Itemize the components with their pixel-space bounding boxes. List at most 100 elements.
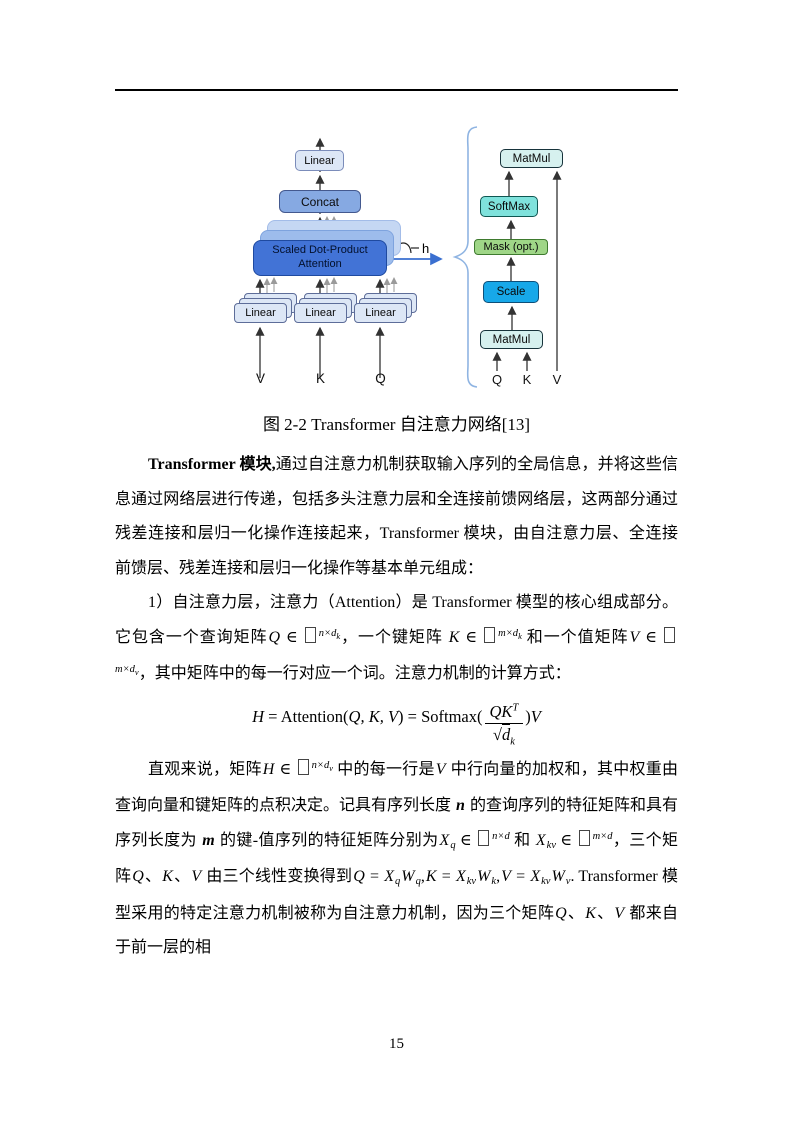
text-run: X: [455, 868, 466, 886]
text-run: ∈: [640, 628, 662, 646]
text-run: ，其中矩阵中的每一行对应一个词。注意力机制的计算方式：: [138, 665, 571, 682]
sdpa-input-v-label: V: [552, 372, 562, 387]
formula-softmax: Softmax: [421, 706, 478, 726]
text-run: 直观来说，矩阵: [148, 760, 262, 778]
formula-eq1: =: [264, 706, 281, 726]
text-run: W: [477, 868, 491, 886]
header-rule: [115, 89, 678, 91]
figure-caption: 图 2-2 Transformer 自注意力网络[13]: [262, 415, 531, 434]
paragraph-transformer-module: Transformer 模块,通过自注意力机制获取输入序列的全局信息，并将这些信…: [115, 448, 678, 586]
text-run: =: [437, 868, 455, 886]
text-run: n: [456, 797, 465, 815]
sdpa-input-q-label: Q: [491, 372, 503, 387]
text-run: kv: [541, 876, 551, 888]
text-run: Q: [353, 868, 365, 886]
text-run: ，三个矩阵: [115, 831, 678, 886]
input-q-label: Q: [375, 371, 386, 386]
formula-fraction: QKT√dk: [484, 701, 524, 747]
text-run: =: [511, 868, 530, 886]
text-run: X: [384, 868, 395, 886]
mask-box: Mask (opt.): [474, 239, 548, 255]
linear-v-box: Linear: [234, 303, 287, 323]
text-run: 、: [567, 904, 585, 922]
text-run: 的键-值序列的特征矩阵分别为: [215, 831, 439, 849]
formula-den-sub: k: [510, 735, 515, 747]
formula-denominator: √dk: [485, 723, 524, 747]
formula-open1: (: [343, 706, 349, 726]
text-run: ,: [420, 868, 425, 886]
formula-lhs: H: [252, 706, 265, 726]
text-run: V: [629, 628, 640, 646]
text-run: 的查询序列的特征矩阵和具有序列长度为: [115, 797, 678, 849]
formula-num-base: QK: [489, 701, 513, 721]
linear-top-box: Linear: [295, 150, 344, 171]
text-run: m: [202, 831, 215, 849]
concat-box: Concat: [279, 190, 361, 213]
text-run: 、: [144, 868, 162, 886]
softmax-box: SoftMax: [480, 196, 538, 217]
body-text: Transformer 模块,通过自注意力机制获取输入序列的全局信息，并将这些信…: [115, 448, 678, 966]
linear-k-box: Linear: [294, 303, 347, 323]
sdpa-input-k-label: K: [522, 372, 532, 387]
text-run: m×d: [592, 830, 613, 842]
missing-glyph-box: [484, 626, 496, 643]
text-run: q: [415, 876, 421, 888]
text-run: V: [614, 904, 625, 922]
text-run: Q: [555, 904, 567, 922]
h-label: h: [422, 241, 429, 256]
text-run: 1）自注意力层，注意力（Attention）是 Transformer 模型的核…: [115, 594, 678, 646]
text-run: kv: [546, 839, 556, 851]
text-run: 都来自于前一层的相: [115, 904, 678, 957]
text-run: n×d: [311, 759, 330, 771]
formula-close1: ): [398, 706, 404, 726]
text-run: m×d: [498, 627, 519, 639]
text-run: ∈: [275, 760, 296, 778]
paragraph-self-attention: 1）自注意力层，注意力（Attention）是 Transformer 模型的核…: [115, 586, 678, 694]
text-run: V: [501, 868, 511, 886]
text-run: K: [448, 628, 460, 646]
text-run: X: [439, 831, 450, 849]
text-run: X: [535, 831, 546, 849]
missing-glyph-box: [663, 626, 675, 643]
text-run: 中的每一行是: [333, 760, 435, 778]
text-run: v: [565, 876, 571, 888]
text-run: W: [551, 868, 565, 886]
input-v-label: V: [255, 371, 265, 386]
text-run: k: [518, 630, 522, 641]
text-run: X: [530, 868, 541, 886]
text-run: v: [329, 762, 334, 773]
text-run: Q: [268, 628, 281, 646]
text-run: V: [191, 868, 202, 886]
text-run: k: [336, 630, 341, 641]
text-run: ,: [496, 868, 501, 886]
text-run: q: [450, 839, 456, 851]
formula-fn: Attention: [280, 706, 344, 726]
text-run: ∈: [281, 628, 303, 646]
text-run: Q: [132, 868, 144, 886]
text-run: K: [425, 868, 437, 886]
formula-args: Q, K, V: [348, 706, 399, 726]
text-run: 通过自注意力机制获取输入序列的全局信息，并将这些信息通过网络层进行传递，包括多头…: [115, 456, 678, 577]
text-run: 、: [173, 868, 191, 886]
text-run: Transformer 模块,: [148, 456, 276, 473]
linear-q-box: Linear: [354, 303, 407, 323]
text-run: n×d: [318, 627, 337, 639]
text-run: q: [395, 876, 401, 888]
formula-numerator: QKT: [484, 701, 524, 724]
radical-sign: √: [492, 724, 502, 744]
text-run: 和一个值矩阵: [521, 628, 629, 646]
text-run: ，一个键矩阵: [340, 628, 448, 646]
formula-tail: V: [530, 706, 541, 726]
missing-glyph-box: [578, 829, 590, 846]
missing-glyph-box: [478, 829, 490, 846]
text-run: k: [491, 876, 497, 888]
text-run: 和: [509, 831, 535, 849]
text-run: kv: [466, 876, 477, 888]
text-run: 、: [596, 904, 614, 922]
text-run: v: [134, 667, 139, 677]
missing-glyph-box: [304, 626, 316, 643]
formula-open2: (: [477, 706, 483, 726]
brace: [452, 126, 478, 388]
text-run: . Transformer 模型采用的特定注意力机制被称为自注意力机制，因为三个…: [115, 868, 678, 922]
text-run: K: [585, 904, 596, 922]
